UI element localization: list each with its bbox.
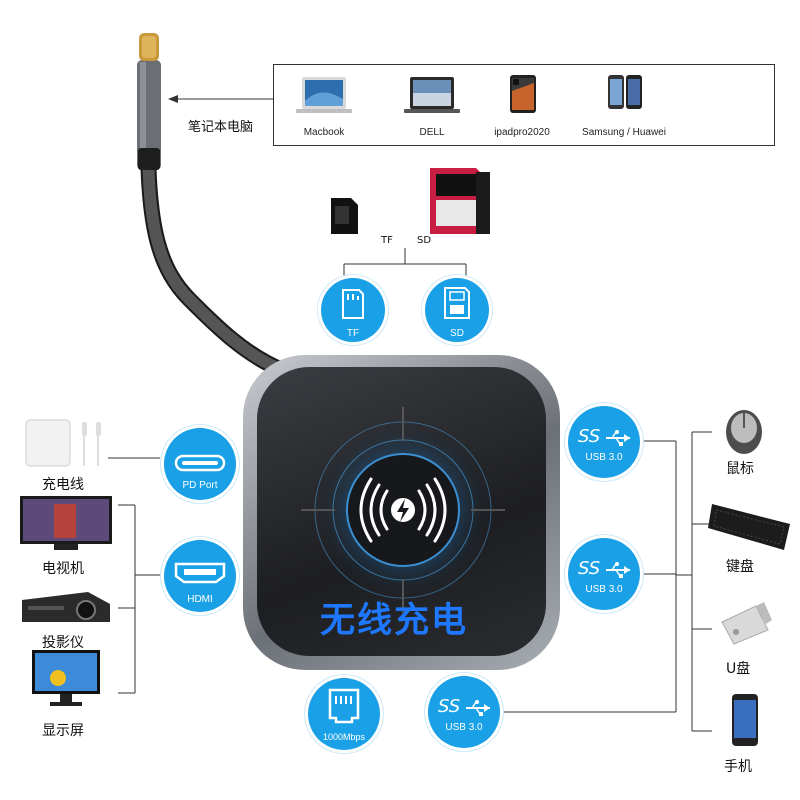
sd-port: SD bbox=[425, 278, 489, 342]
tf-card-icon bbox=[342, 289, 364, 319]
device-label: Macbook bbox=[303, 127, 345, 138]
phone-label: 手机 bbox=[724, 759, 752, 775]
wireless-charging-title: 无线充电 bbox=[320, 601, 469, 641]
port-label: 1000Mbps bbox=[322, 732, 366, 742]
laptop-label: 笔记本电脑 bbox=[188, 120, 254, 135]
hdmi-port-icon bbox=[174, 562, 226, 584]
ethernet-port: 1000Mbps bbox=[308, 678, 380, 750]
port-label: PD Port bbox=[182, 480, 218, 491]
usb-drive-icon bbox=[721, 602, 772, 645]
tf-port: TF bbox=[321, 278, 385, 342]
usb-trident-icon bbox=[606, 562, 630, 578]
host-devices-panel: Macbook DELL ipadpro2020 Samsung / Huawe… bbox=[273, 64, 775, 146]
port-label: HDMI bbox=[187, 594, 213, 605]
laptop-icon bbox=[404, 77, 460, 113]
port-label: USB 3.0 bbox=[445, 722, 483, 733]
device-label: DELL bbox=[419, 127, 445, 138]
port-label: SD bbox=[450, 328, 464, 339]
charger-label: 充电线 bbox=[42, 477, 84, 493]
ipad-device: ipadpro2020 bbox=[474, 71, 570, 138]
ss-logo: SS bbox=[438, 696, 461, 717]
tv-label: 电视机 bbox=[42, 561, 84, 577]
macbook-device: Macbook bbox=[276, 71, 372, 138]
port-label: USB 3.0 bbox=[585, 584, 623, 595]
port-label: USB 3.0 bbox=[585, 452, 623, 463]
hdmi-port: HDMI bbox=[164, 540, 236, 612]
keyboard-icon bbox=[708, 504, 790, 550]
ss-logo: SS bbox=[578, 558, 601, 579]
mouse-label: 鼠标 bbox=[726, 461, 754, 477]
ss-logo: SS bbox=[578, 426, 601, 447]
wireless-charging-icon bbox=[359, 477, 447, 543]
usb3-port-2: SS USB 3.0 bbox=[568, 538, 640, 610]
usb-c-port-icon bbox=[174, 454, 226, 472]
ethernet-port-icon bbox=[328, 688, 360, 724]
usb3-port-1: SS USB 3.0 bbox=[568, 406, 640, 478]
tv-icon bbox=[20, 496, 112, 550]
monitor-icon bbox=[32, 650, 100, 706]
laptop-icon bbox=[296, 77, 352, 113]
projector-icon bbox=[22, 592, 110, 622]
sd-card-label: SD bbox=[417, 235, 432, 246]
phones-device: Samsung / Huawei bbox=[564, 71, 684, 138]
mouse-icon bbox=[726, 410, 762, 454]
keyboard-label: 键盘 bbox=[726, 559, 754, 575]
memory-cards-icon bbox=[331, 168, 490, 234]
phone-icon bbox=[608, 75, 642, 109]
port-label: TF bbox=[346, 328, 360, 339]
device-label: Samsung / Huawei bbox=[582, 127, 666, 138]
tf-card-label: TF bbox=[381, 235, 393, 246]
pd-port: PD Port bbox=[164, 428, 236, 500]
wireless-charging-pad bbox=[301, 407, 505, 613]
usb-trident-icon bbox=[466, 700, 490, 716]
usb-trident-icon bbox=[606, 430, 630, 446]
smartphone-icon bbox=[732, 694, 758, 746]
usb3-port-3: SS USB 3.0 bbox=[428, 676, 500, 748]
projector-label: 投影仪 bbox=[42, 635, 84, 651]
tablet-icon bbox=[510, 75, 536, 113]
device-label: ipadpro2020 bbox=[494, 127, 550, 138]
usb-drive-label: U盘 bbox=[726, 661, 751, 677]
monitor-label: 显示屏 bbox=[42, 723, 84, 739]
dell-device: DELL bbox=[384, 71, 480, 138]
charger-icon bbox=[25, 419, 101, 467]
sd-card-icon bbox=[444, 287, 470, 319]
